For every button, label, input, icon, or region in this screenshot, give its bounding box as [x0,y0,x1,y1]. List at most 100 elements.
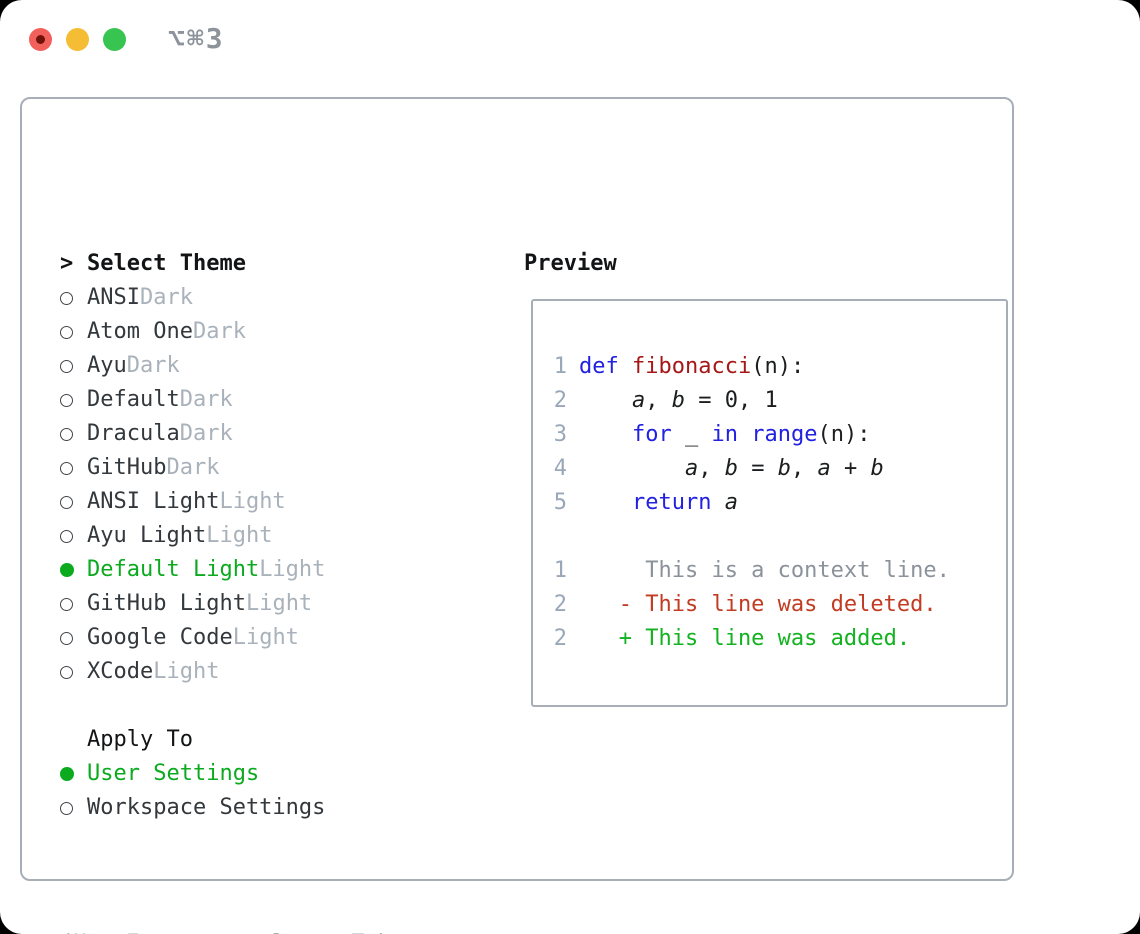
theme-option-google-code[interactable]: Google Code Light [60,621,325,655]
traffic-lights [29,28,126,51]
theme-variant-tag: Dark [179,421,233,446]
theme-option-atom-one[interactable]: Atom One Dark [60,315,325,349]
code-text: a, b = b, a + b [684,456,884,481]
apply-to-title: Apply To [87,727,193,752]
theme-list-title: Select Theme [87,251,246,276]
code-line: 1 def fibonacci(n): [552,350,950,384]
theme-option-label: Default Light [87,557,260,582]
code-text: def fibonacci(n): [579,354,805,379]
theme-variant-tag: Light [206,523,273,548]
theme-option-label: Atom One [87,319,193,344]
radio-unselected-icon [60,801,87,815]
radio-unselected-icon [60,359,87,373]
apply-option-workspace-settings[interactable]: Workspace Settings [60,791,325,825]
code-line: 5 return a [552,486,950,520]
code-text: + This line was added. [579,626,911,651]
code-text: for _ in range(n): [631,422,871,447]
radio-unselected-icon [60,631,87,645]
preview-title: Preview [524,251,617,276]
window-shortcut-label: ⌥⌘3 [168,22,225,55]
theme-variant-tag: Light [153,659,220,684]
theme-variant-tag: Light [219,489,286,514]
radio-unselected-icon [60,291,87,305]
theme-option-label: Default [87,387,180,412]
zoom-button[interactable] [103,28,126,51]
close-button-dot-icon [36,35,45,44]
radio-selected-icon [60,767,87,781]
radio-unselected-icon [60,495,87,509]
cursor-prefix: > [60,247,87,281]
keyboard-hint: (Use Enter to select, Tab to change focu… [60,859,431,934]
radio-unselected-icon [60,597,87,611]
theme-option-label: Ayu [87,353,127,378]
apply-option-user-settings[interactable]: User Settings [60,757,325,791]
theme-option-dracula[interactable]: Dracula Dark [60,417,325,451]
theme-option-ayu[interactable]: Ayu Dark [60,349,325,383]
theme-variant-tag: Light [245,591,313,616]
theme-option-xcode[interactable]: XCode Light [60,655,325,689]
minimize-button[interactable] [66,28,89,51]
apply-option-label: Workspace Settings [87,795,326,820]
theme-option-label: Ayu Light [87,523,207,548]
theme-list-header: > Select Theme [60,247,325,281]
theme-option-label: ANSI [87,285,140,310]
caret-icon: > [60,251,74,276]
line-number: 2 [553,592,567,617]
code-text: return a [631,490,738,515]
theme-variant-tag: Dark [139,285,193,310]
theme-option-label: Dracula [87,421,180,446]
code-line: 3 for _ in range(n): [552,418,950,452]
code-line: 4 a, b = b, a + b [552,452,950,486]
line-number: 4 [553,456,567,481]
radio-unselected-icon [60,461,87,475]
close-button[interactable] [29,28,52,51]
code-text: This is a context line. [579,558,950,583]
code-line [552,520,950,554]
theme-variant-tag: Light [259,557,326,582]
apply-to-header: Apply To [60,723,325,757]
theme-option-label: GitHub [87,455,167,480]
theme-variant-tag: Dark [192,319,246,344]
theme-option-github-light[interactable]: GitHub Light Light [60,587,325,621]
theme-option-github[interactable]: GitHub Dark [60,451,325,485]
code-line: 2 + This line was added. [552,622,950,656]
theme-option-label: ANSI Light [87,489,220,514]
line-number: 2 [553,626,567,651]
theme-option-default-light[interactable]: Default Light Light [60,553,325,587]
theme-option-label: GitHub Light [87,591,246,616]
code-line: 1 This is a context line. [552,554,950,588]
radio-unselected-icon [60,393,87,407]
radio-unselected-icon [60,325,87,339]
radio-unselected-icon [60,427,87,441]
line-number: 2 [553,388,567,413]
line-number: 1 [553,354,567,379]
theme-variant-tag: Dark [166,455,220,480]
theme-option-ansi-light[interactable]: ANSI Light Light [60,485,325,519]
theme-option-ayu-light[interactable]: Ayu Light Light [60,519,325,553]
theme-option-ansi[interactable]: ANSI Dark [60,281,325,315]
radio-selected-icon [60,563,87,577]
line-number: 3 [553,422,567,447]
code-line: 2 a, b = 0, 1 [552,384,950,418]
theme-option-default[interactable]: Default Dark [60,383,325,417]
apply-option-label: User Settings [87,761,260,786]
line-number: 1 [553,558,567,583]
theme-variant-tag: Dark [126,353,180,378]
radio-unselected-icon [60,665,87,679]
theme-option-label: XCode [87,659,154,684]
code-text: - This line was deleted. [579,592,937,617]
radio-unselected-icon [60,529,87,543]
line-number: 5 [553,490,567,515]
code-line: 2 - This line was deleted. [552,588,950,622]
hint-line-1: (Use Enter to select, Tab to [60,927,431,934]
code-text: a, b = 0, 1 [631,388,778,413]
